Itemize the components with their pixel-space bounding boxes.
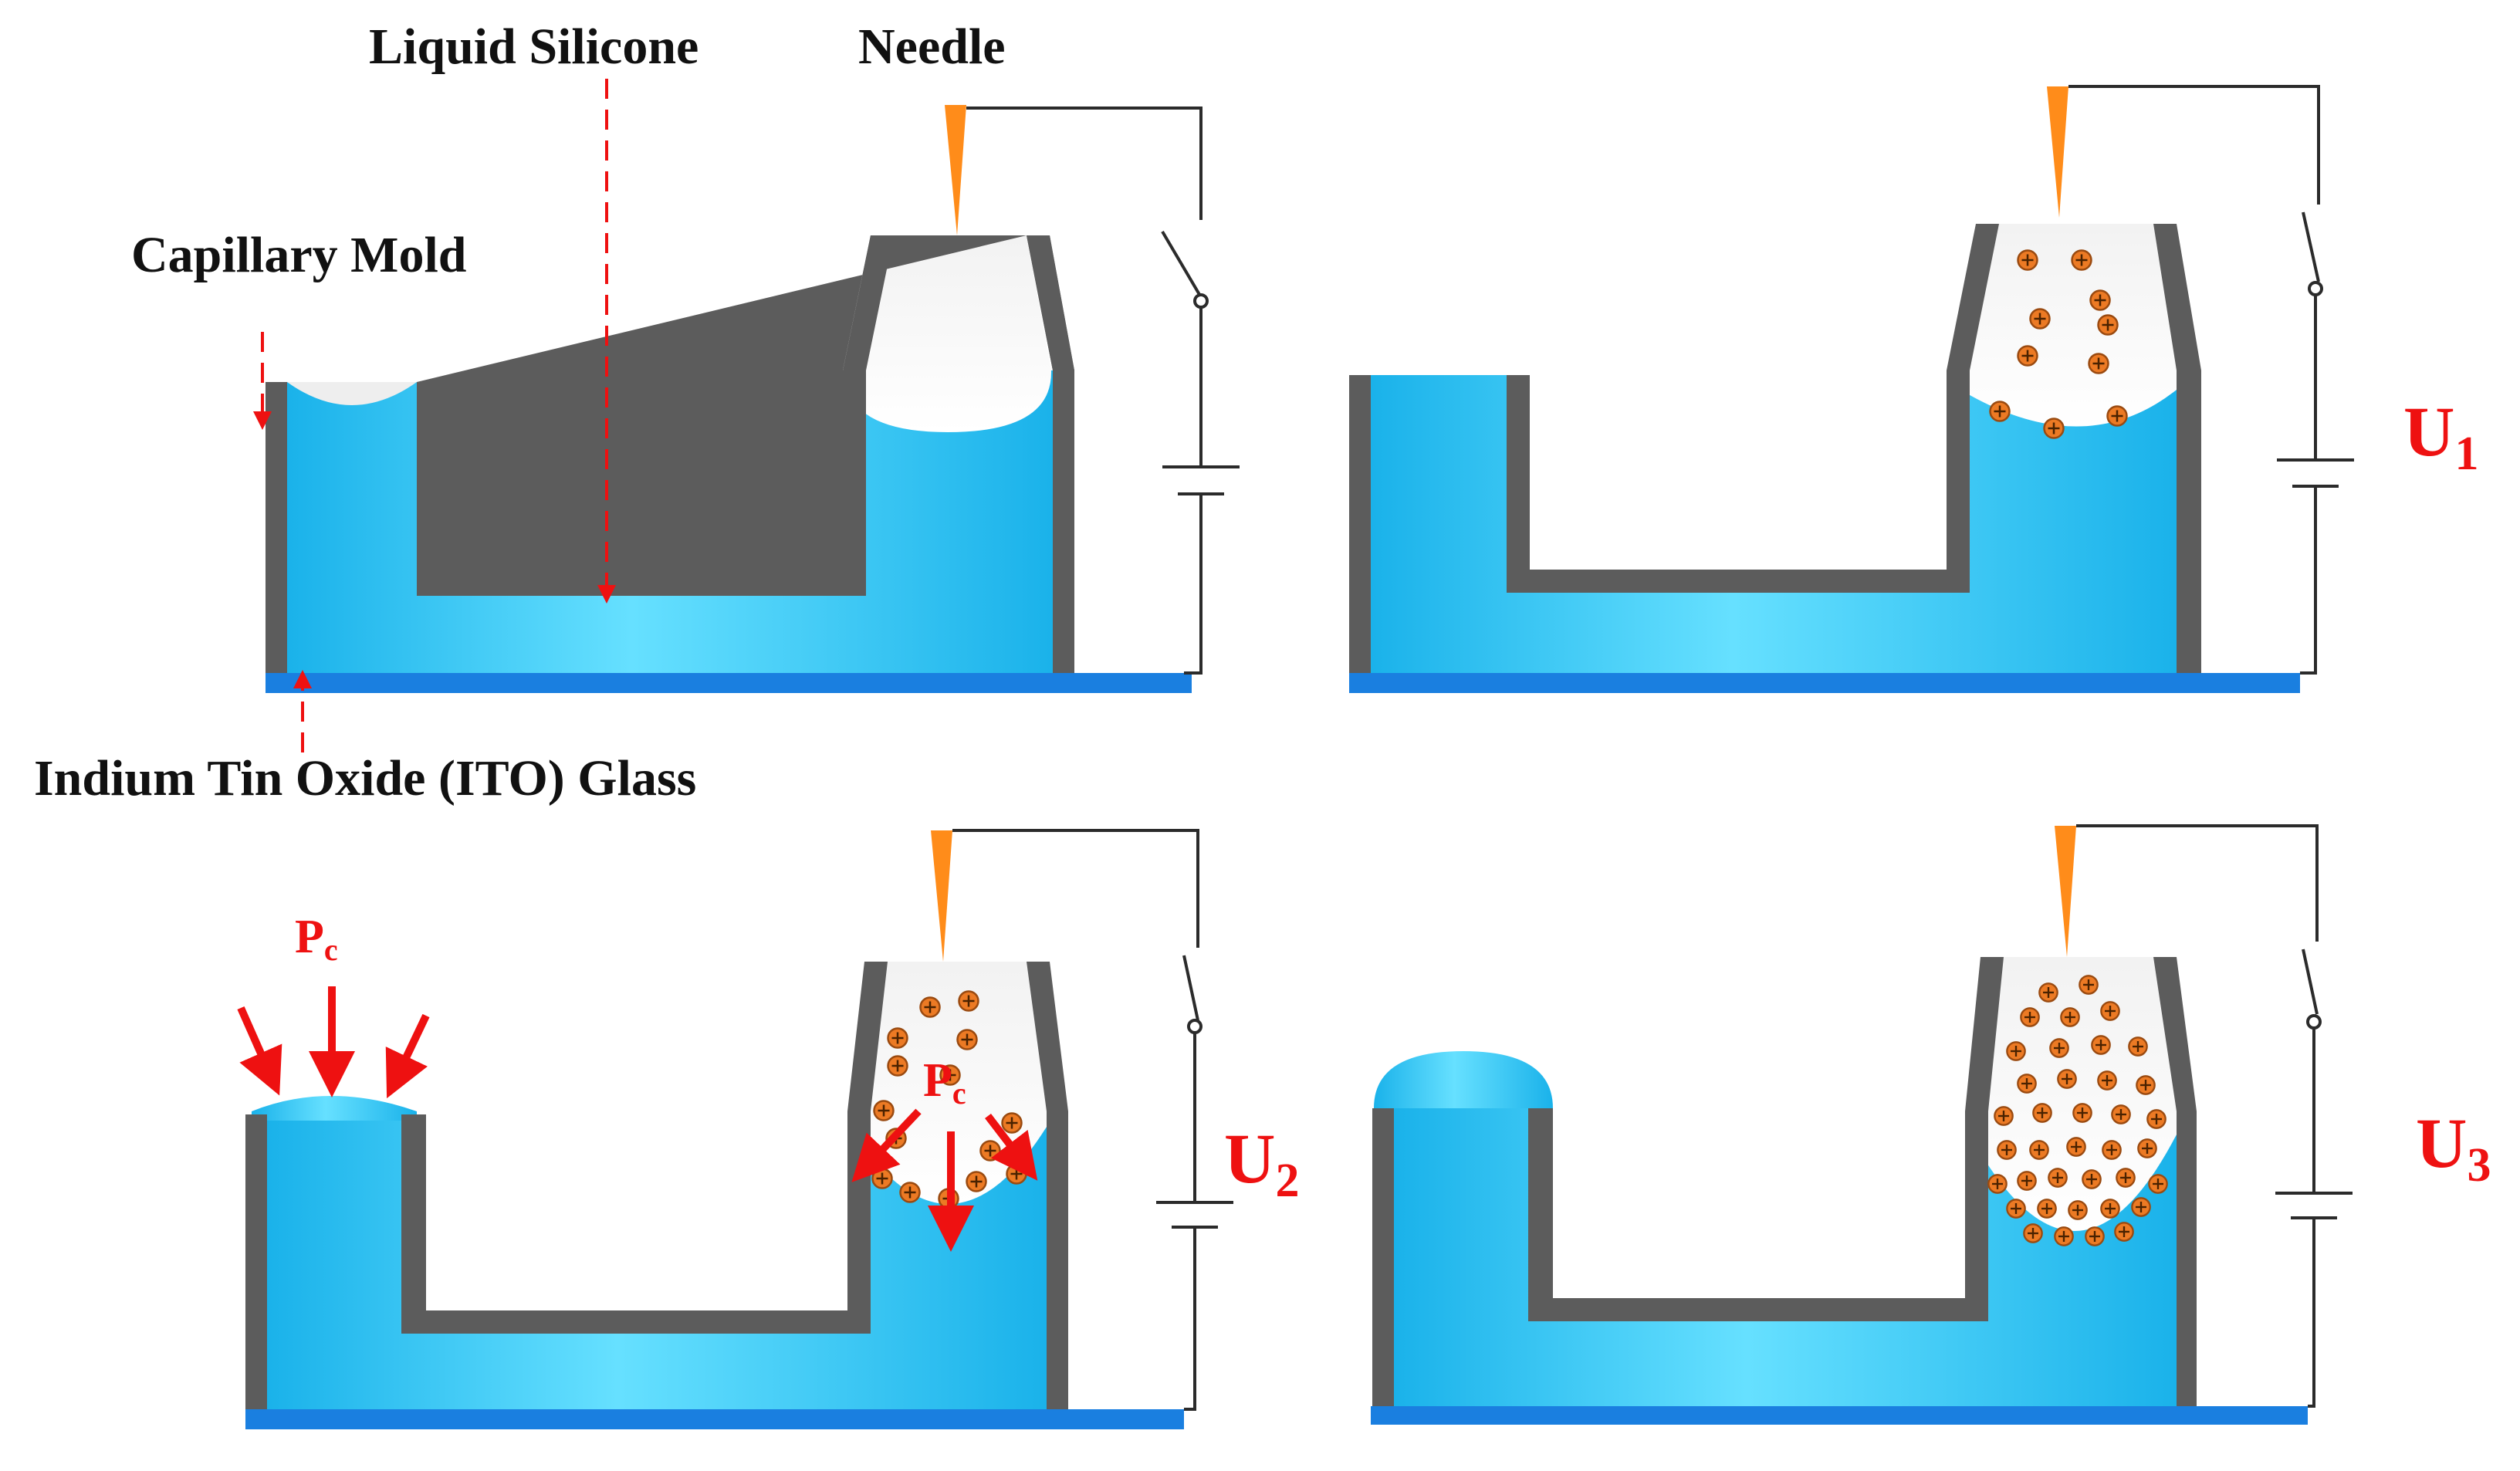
liquid-silicone-label: Liquid Silicone [369,19,698,75]
raised-droplet [1374,1051,1553,1108]
positive-charge-icon [1989,401,2011,422]
voltage-u1-label: U1 [2403,392,2478,480]
open-switch-icon [2302,949,2319,1015]
ito-glass-substrate [1371,1406,2308,1425]
reservoir-pressure-label: Pc [923,1054,966,1111]
ito-glass-substrate [266,673,1192,693]
positive-charge-icon [2029,308,2051,330]
positive-charge-icon [2017,249,2038,271]
reservoir-air-gap [1970,957,2177,1231]
pressure-arrows [237,986,1038,1252]
capillary-meniscus [287,382,417,405]
positive-charge-icon [2017,345,2038,367]
voltage-u2-label: U2 [1224,1119,1299,1207]
mold-wall [266,235,1074,673]
needle-icon [945,105,966,235]
panel-voltage-u3: U3 [1371,824,2491,1425]
battery-icon [2275,1192,2353,1219]
panel-voltage-u1: U1 [1349,85,2478,693]
ito-glass-substrate [245,1409,1184,1429]
circuit-wire [966,107,1202,220]
reservoir-air-gap [1960,224,2177,427]
switch-contact [1193,293,1209,309]
positive-charge-icon [2089,289,2111,311]
ito-glass-label: Indium Tin Oxide (ITO) Glass [34,750,696,807]
ito-glass-substrate [1349,673,2300,693]
needle-label: Needle [858,19,1006,75]
positive-charge-icon [2097,314,2119,336]
liquid-silicone-fill [1371,375,2177,673]
open-switch-icon [2302,211,2320,282]
needle-icon [2047,86,2068,218]
needle-icon [2055,826,2076,957]
positive-charge-icon [2088,353,2109,374]
voltage-u3-label: U3 [2416,1104,2491,1192]
battery-icon [1156,1201,1233,1229]
battery-icon [2277,458,2354,488]
positive-charge-icon [2071,249,2092,271]
panel-initial-state: Liquid Silicone Needle Capillary Mold In… [34,19,1240,807]
reservoir-air-gap [844,235,1052,432]
panel-voltage-u2: Pc Pc U2 [237,829,1299,1429]
capillary-mold-label: Capillary Mold [131,227,467,283]
open-switch-icon [1182,955,1199,1021]
positive-charge-icon [2106,405,2128,427]
positive-charge-icon [2043,418,2065,439]
raised-meniscus [252,1096,417,1121]
battery-icon [1162,465,1240,495]
needle-icon [931,830,952,962]
open-switch-icon [1161,230,1202,299]
capillary-pressure-label: Pc [295,911,338,967]
